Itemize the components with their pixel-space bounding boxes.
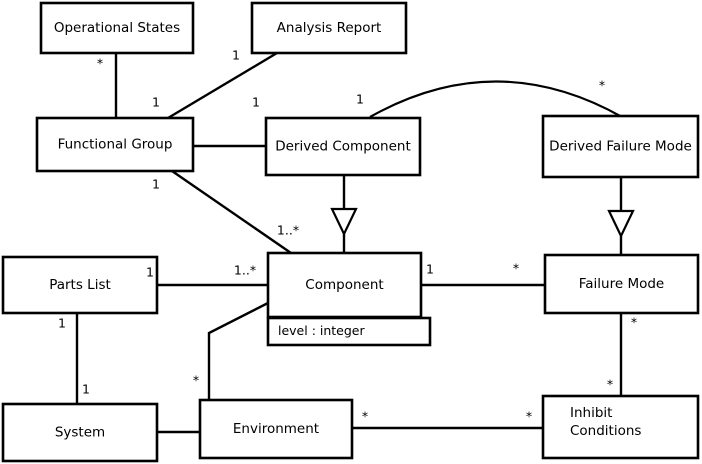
class-name-functional_group: Functional Group <box>58 137 173 153</box>
class-box-component[interactable] <box>266 251 423 319</box>
multiplicity-label: * <box>362 409 368 424</box>
multiplicity-label: 1..* <box>234 263 256 278</box>
class-node-component[interactable]: Component level : integer <box>266 251 432 347</box>
multiplicity-label: * <box>513 261 519 276</box>
class-node-environment[interactable]: Environment <box>198 398 354 460</box>
class-box-analysis_report[interactable] <box>250 1 408 55</box>
class-box-system[interactable] <box>1 402 159 463</box>
multiplicity-label: 1 <box>356 92 364 107</box>
relationship-funcgroup-component[interactable] <box>171 170 292 254</box>
class-box-environment[interactable] <box>198 398 354 460</box>
class-node-failure_mode[interactable]: Failure Mode <box>543 253 700 315</box>
class-name-environment: Environment <box>233 421 319 437</box>
class-box-operational_states[interactable] <box>39 1 195 55</box>
class-box-derived_component[interactable] <box>264 116 422 177</box>
relationship-derivedfailuremode-failuremode[interactable] <box>607 177 635 255</box>
class-attribute: level : integer <box>278 323 365 338</box>
multiplicity-label: * <box>631 315 637 330</box>
class-box-derived_failure_mode[interactable] <box>541 114 700 179</box>
class-node-derived_component[interactable]: Derived Component <box>264 116 422 177</box>
class-node-system[interactable]: System <box>1 402 159 463</box>
class-name-derived_failure_mode: Derived Failure Mode <box>549 139 692 155</box>
multiplicity-label: 1 <box>252 95 260 110</box>
class-box-inhibit_conditions[interactable] <box>541 394 700 460</box>
association-line-analysisreport-funcgroup[interactable] <box>167 51 278 120</box>
multiplicity-label: * <box>599 78 605 93</box>
class-node-operational_states[interactable]: Operational States <box>39 1 195 55</box>
relationship-derivedcomponent-derivedfailuremode[interactable] <box>369 80 623 118</box>
multiplicity-label: 1 <box>58 316 66 331</box>
class-name-failure_mode: Failure Mode <box>579 276 665 292</box>
class-box-failure_mode[interactable] <box>543 253 700 315</box>
generalization-arrow-triangle <box>330 207 358 237</box>
multiplicity-label: 1..* <box>277 223 299 238</box>
multiplicity-label: * <box>526 409 532 424</box>
class-node-derived_failure_mode[interactable]: Derived Failure Mode <box>541 114 700 179</box>
association-line-funcgroup-component[interactable] <box>171 170 292 254</box>
multiplicity-label: * <box>607 377 613 392</box>
relationship-analysisreport-funcgroup[interactable] <box>167 51 278 120</box>
multiplicity-label: 1 <box>82 382 90 397</box>
multiplicity-label: 1 <box>426 262 434 277</box>
multiplicity-labels-layer: * 1 1 1 1 1..* 1 * 1 1..* 1 1 * 1 * * * * * <box>58 48 637 424</box>
class-name-line1: Inhibit <box>570 405 612 421</box>
multiplicity-label: 1 <box>232 48 240 63</box>
multiplicity-label: 1 <box>152 95 160 110</box>
class-name-system: System <box>55 425 105 441</box>
class-name-analysis_report: Analysis Report <box>277 20 382 36</box>
multiplicity-label: 1 <box>152 177 160 192</box>
relationship-derivedcomponent-component[interactable] <box>330 175 358 253</box>
class-node-parts_list[interactable]: Parts List <box>1 255 159 315</box>
attribute-compartment-component[interactable] <box>266 316 432 347</box>
association-line-component-environment[interactable] <box>207 301 269 400</box>
class-name-operational_states: Operational States <box>54 20 180 36</box>
multiplicity-label: * <box>97 56 103 71</box>
class-name-derived_component: Derived Component <box>275 139 411 155</box>
class-node-analysis_report[interactable]: Analysis Report <box>250 1 408 55</box>
association-arc-derivedcomponent-derivedfailuremode[interactable] <box>369 80 623 118</box>
relationship-component-environment[interactable] <box>207 301 269 400</box>
class-box-functional_group[interactable] <box>35 116 195 173</box>
generalization-arrow-triangle <box>607 209 635 239</box>
relationships-layer <box>75 51 635 434</box>
class-name-line2: Conditions <box>570 423 641 439</box>
multiplicity-label: * <box>193 373 199 388</box>
multiplicity-label: 1 <box>146 265 154 280</box>
class-name-component: Component <box>305 277 383 293</box>
class-node-functional_group[interactable]: Functional Group <box>35 116 195 173</box>
class-box-parts_list[interactable] <box>1 255 159 315</box>
class-name-parts_list: Parts List <box>49 277 111 293</box>
